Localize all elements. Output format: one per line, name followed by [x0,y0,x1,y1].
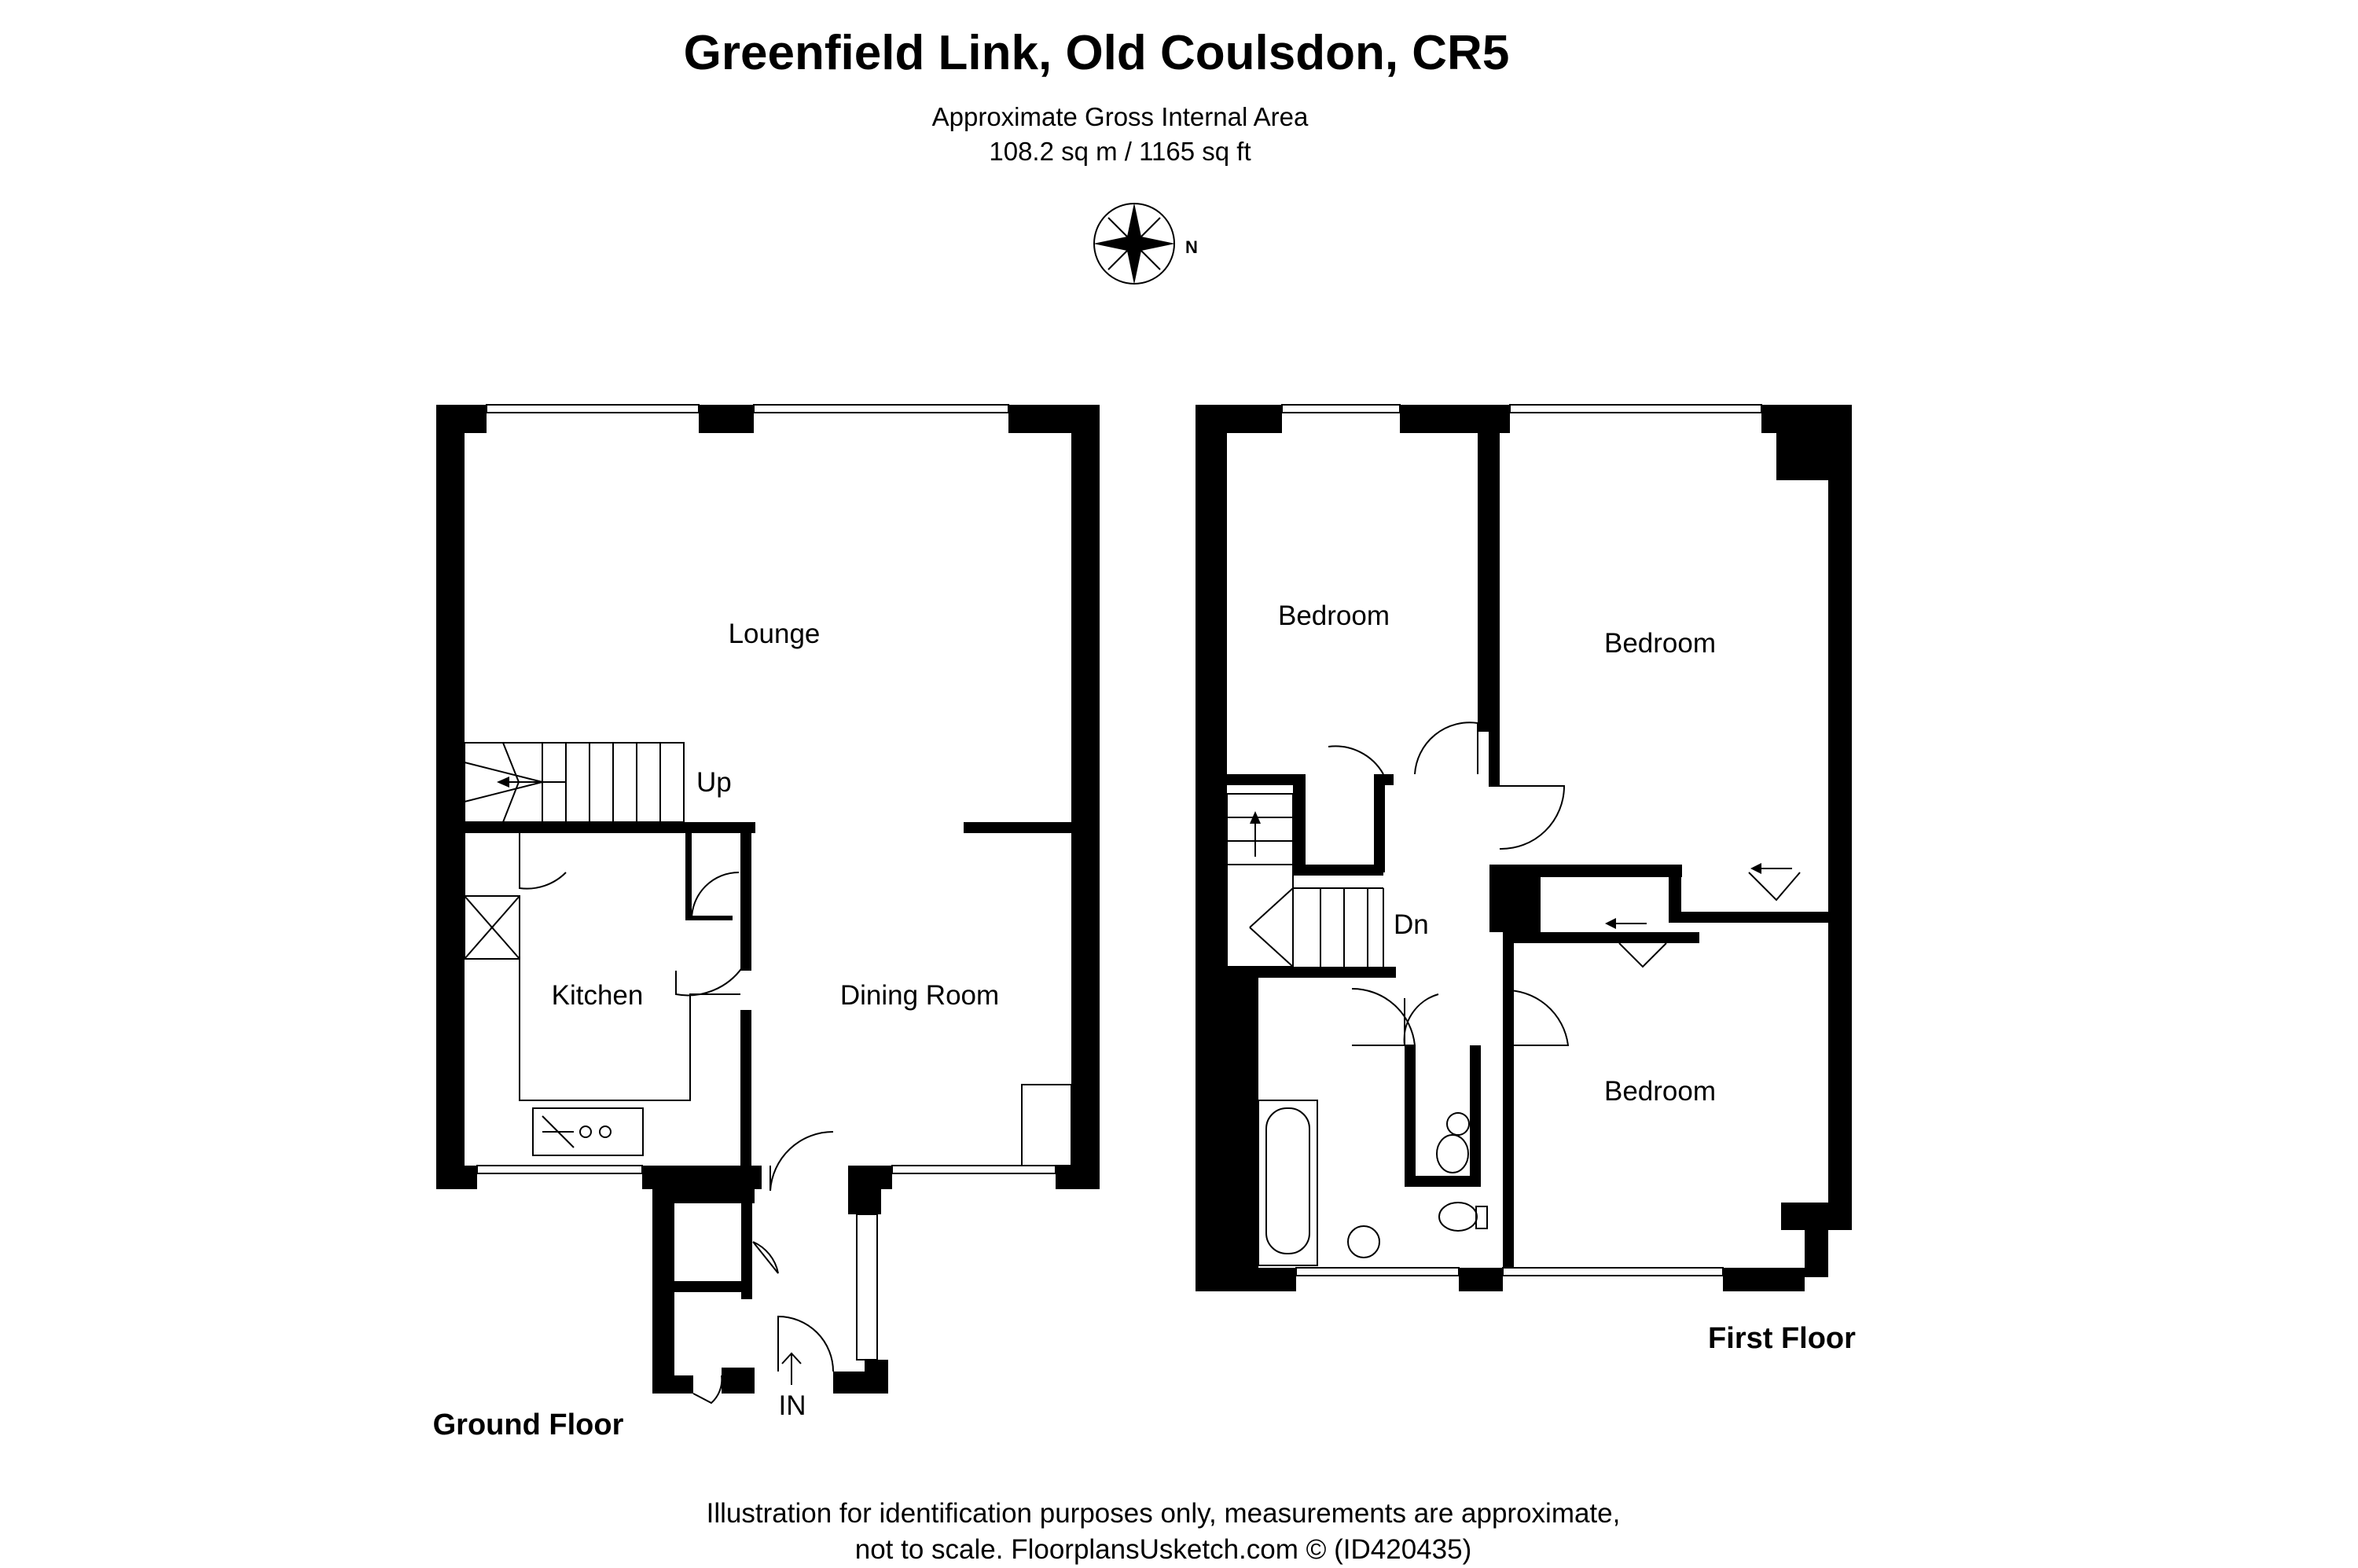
ground-floor-plan [436,404,1100,1405]
stairs-down-label: Dn [1394,909,1429,940]
property-title: Greenfield Link, Old Coulsdon, CR5 [684,26,1510,80]
area-label: Approximate Gross Internal Area [932,102,1309,131]
room-label-kitchen: Kitchen [552,980,644,1011]
stairs-up-label: Up [696,767,732,798]
room-label-bedroom-1: Bedroom [1278,600,1390,631]
room-label-lounge: Lounge [729,619,821,649]
room-label-dining: Dining Room [840,980,999,1011]
ground-floor-label: Ground Floor [433,1408,624,1441]
compass-north-label: N [1185,237,1198,257]
disclaimer-line-1: Illustration for identification purposes… [707,1498,1621,1529]
first-floor-label: First Floor [1708,1322,1856,1355]
entrance-label: IN [779,1390,806,1421]
first-floor-plan [1196,404,1852,1291]
room-label-bedroom-2: Bedroom [1604,628,1716,659]
room-label-bedroom-3: Bedroom [1604,1076,1716,1107]
stairs-up [464,742,685,823]
stairs-down [1226,793,1384,968]
disclaimer-line-2: not to scale. FloorplansUsketch.com © (I… [855,1534,1471,1565]
compass-rose-icon [1093,203,1175,285]
area-value: 108.2 sq m / 1165 sq ft [989,137,1251,166]
